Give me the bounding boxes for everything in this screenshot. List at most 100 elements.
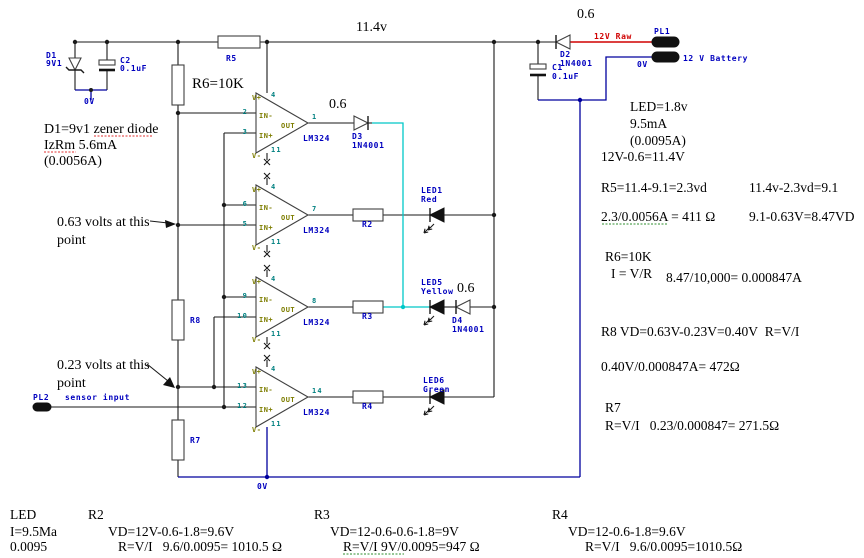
r8-calc-b: 0.40V/0.000847A= 472Ω — [601, 359, 740, 374]
resistor-r2 — [352, 208, 384, 222]
led-col-line3: 0.0095 — [10, 539, 47, 554]
capacitor-c1 — [529, 63, 547, 77]
r7-calc-a: R7 — [605, 400, 621, 415]
annotations: 11.4v 0.6 0.6 0.6 R6=10K D1=9v1 zener di… — [10, 7, 855, 554]
r5-calc-b: 11.4v-2.3vd=9.1 — [749, 180, 838, 195]
led6 — [423, 389, 445, 416]
r3-col-line1: R3 — [314, 507, 330, 522]
r3-col-line3: R=V/I 9V/0.0095=947 Ω — [343, 539, 480, 554]
pin-number-inm: 6 — [243, 200, 248, 208]
diode-d4 — [454, 299, 471, 315]
opamp-triangle — [255, 184, 310, 246]
rail-voltage-note: 11.4v — [356, 20, 387, 35]
pin-number-inp: 12 — [237, 402, 248, 410]
c1-ref-label: C1 — [552, 63, 563, 72]
resistor-r3 — [352, 300, 384, 314]
v023-note-line1: 0.23 volts at this — [57, 358, 150, 373]
pin-number-inp: 10 — [237, 312, 248, 320]
r4-col-line1: R4 — [552, 507, 568, 522]
wires-ground — [75, 56, 652, 478]
pin-name-out: OUT — [281, 306, 295, 314]
led5-ref-label: LED5 — [421, 278, 443, 287]
pin-number-inp: 3 — [243, 128, 248, 136]
net-12v-raw-label: 12V Raw — [594, 32, 632, 41]
v063-arrow-head — [165, 220, 176, 228]
d1-note-line3: (0.0056A) — [44, 154, 102, 169]
zener-d1 — [65, 57, 85, 74]
led-calc-line3: (0.0095A) — [630, 133, 686, 148]
pin-name-inm: IN- — [259, 296, 273, 304]
v063-note-line2: point — [57, 233, 86, 248]
pin-number-vminus: 11 — [271, 146, 282, 154]
spellcheck-squiggles — [44, 135, 668, 555]
battery-label: 12 V Battery — [683, 54, 748, 63]
r6-calc-c: 8.47/10,000= 0.000847A — [666, 270, 802, 285]
r6-value-note: R6=10K — [192, 76, 244, 92]
r2-col-line2: VD=12V-0.6-1.8=9.6V — [108, 524, 234, 539]
pin-name-out: OUT — [281, 396, 295, 404]
pin-name-vplus: V+ — [252, 186, 261, 194]
resistor-r6 — [171, 64, 185, 106]
opamp-triangle — [255, 92, 310, 154]
led-calc-line2: 9.5mA — [630, 116, 667, 131]
v023-note-line2: point — [57, 376, 86, 391]
pin-name-out: OUT — [281, 122, 295, 130]
d3-part-label: 1N4001 — [352, 141, 385, 150]
wires-cyan-net — [372, 122, 430, 308]
led5-color-label: Yellow — [421, 287, 454, 296]
pin-name-inm: IN- — [259, 204, 273, 212]
d4-drop-note: 0.6 — [457, 281, 475, 296]
d1-note-line1: D1=9v1 zener diode — [44, 122, 158, 137]
no-connect-x — [263, 264, 271, 272]
opamp-triangle — [255, 276, 310, 338]
diode-d2 — [554, 34, 571, 50]
led-calc-line1: LED=1.8v — [630, 99, 688, 114]
led1-ref-label: LED1 — [421, 186, 443, 195]
r8-calc-a: R8 VD=0.63V-0.23V=0.40V R=V/I — [601, 324, 800, 339]
pin-name-vplus: V+ — [252, 278, 261, 286]
pl1-connector-pin — [651, 36, 680, 48]
led1 — [423, 207, 445, 234]
wires-main — [51, 41, 556, 477]
opamp-part-label: LM324 — [303, 134, 330, 143]
resistor-r4 — [352, 390, 384, 404]
d1-note-line2: IzRm 5.6mA — [44, 138, 118, 153]
resistor-r5 — [217, 35, 261, 49]
resistor-r7 — [171, 419, 185, 461]
v023-arrow-line — [146, 363, 169, 382]
no-connect-x — [263, 250, 271, 258]
pin-number-out: 8 — [312, 297, 317, 305]
pin-name-inm: IN- — [259, 386, 273, 394]
pin-number-vplus: 4 — [271, 365, 276, 373]
no-connect-x — [263, 172, 271, 180]
r4-col-line2: VD=12-0.6-1.8=9.6V — [568, 524, 686, 539]
components — [32, 34, 680, 461]
r7-label: R7 — [190, 436, 201, 445]
component-labels: D1 9V1 C2 0.1uF 0V R5 R8 R7 R2 R3 R4 D3 … — [33, 27, 748, 491]
pin-number-inm: 13 — [237, 382, 248, 390]
r7-calc-b: R=V/I 0.23/0.000847= 271.5Ω — [605, 418, 779, 433]
pin-number-vminus: 11 — [271, 330, 282, 338]
v063-note-line1: 0.63 volts at this — [57, 215, 150, 230]
c2-ref-label: C2 — [120, 56, 131, 65]
battery-connector-pin — [651, 51, 680, 63]
pin-number-inm: 2 — [243, 108, 248, 116]
opamp-part-label: LM324 — [303, 318, 330, 327]
d4-ref-label: D4 — [452, 316, 463, 325]
r3-label: R3 — [362, 312, 373, 321]
battery-ground-wire — [538, 56, 652, 101]
junction-dots — [72, 39, 583, 480]
pin-name-inp: IN+ — [259, 132, 273, 140]
led-col-line1: LED — [10, 507, 36, 522]
pl1-label: PL1 — [654, 27, 670, 36]
c1-value-label: 0.1uF — [552, 72, 579, 81]
r2-col-line3: R=V/I 9.6/0.0095= 1010.5 Ω — [118, 539, 282, 554]
supply-calc: 12V-0.6=11.4V — [601, 149, 685, 164]
r4-label: R4 — [362, 402, 373, 411]
cyan-net-wire — [372, 122, 404, 307]
pin-number-vplus: 4 — [271, 275, 276, 283]
pin-name-vminus: V- — [252, 336, 261, 344]
r5-calc-c: 2.3/0.0056A = 411 Ω — [601, 209, 715, 224]
